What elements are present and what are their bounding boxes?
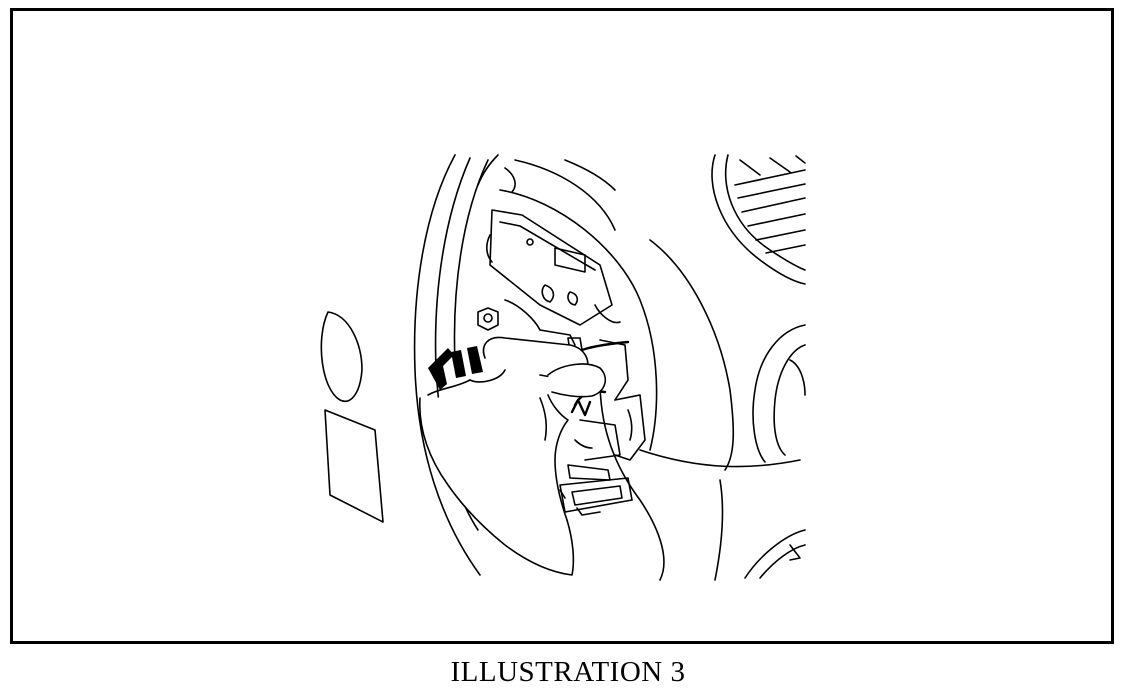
pull-arrow — [428, 346, 483, 390]
knee-panel-right — [744, 529, 806, 579]
mounting-bracket — [486, 209, 621, 326]
air-vent — [711, 154, 806, 285]
hand — [419, 336, 607, 576]
dashboard-panel — [499, 159, 801, 581]
mounting-bolt — [477, 307, 499, 331]
switch-assembly — [504, 299, 646, 516]
figure-caption: ILLUSTRATION 3 — [450, 656, 686, 688]
cluster-bezel — [752, 324, 806, 463]
left-trim — [320, 311, 384, 523]
